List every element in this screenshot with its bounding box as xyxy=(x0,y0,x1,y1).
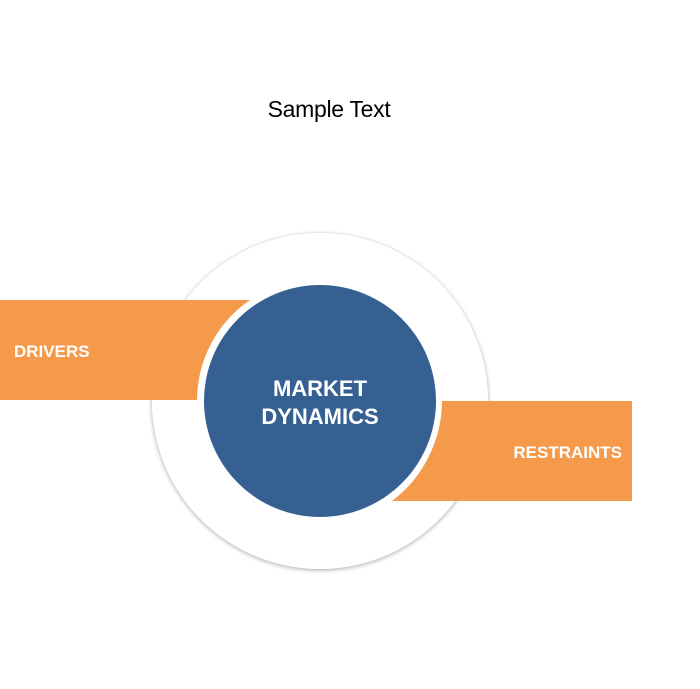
diagram-title: Sample Text xyxy=(267,96,391,122)
drivers-band xyxy=(0,300,250,400)
center-circle xyxy=(204,285,436,517)
center-label-line-1: MARKET xyxy=(273,376,368,401)
restraints-label: RESTRAINTS xyxy=(513,443,622,462)
drivers-label: DRIVERS xyxy=(14,342,90,361)
center-label-line-2: DYNAMICS xyxy=(261,404,378,429)
restraints-band xyxy=(392,401,632,501)
